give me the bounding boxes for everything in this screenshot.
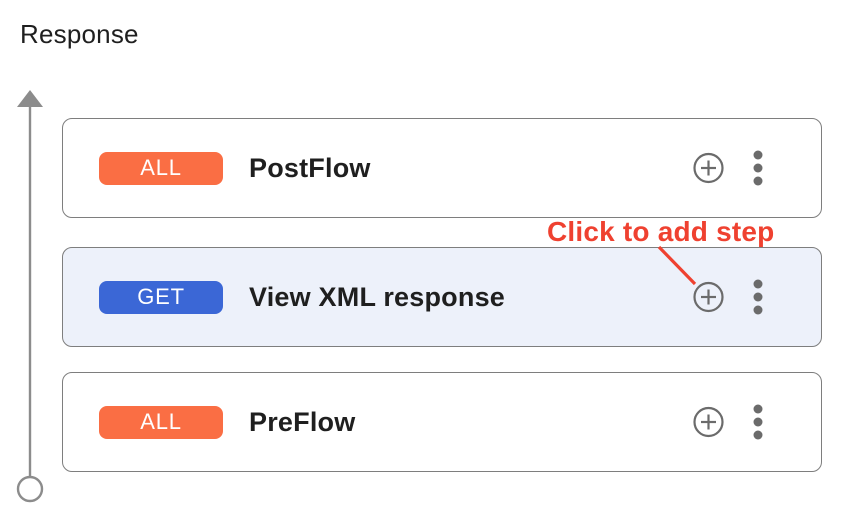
up-arrow-rail-icon <box>16 90 44 503</box>
flow-card-title: View XML response <box>249 281 505 312</box>
flow-card-postflow[interactable]: ALL PostFlow <box>62 118 822 218</box>
add-step-button[interactable] <box>693 152 724 184</box>
plus-circle-icon <box>693 152 724 184</box>
annotation-click-to-add-step: Click to add step <box>547 216 775 247</box>
add-step-button[interactable] <box>693 406 724 438</box>
method-badge: ALL <box>99 151 223 185</box>
kebab-menu-icon <box>753 150 763 186</box>
flow-card-title: PostFlow <box>249 152 371 183</box>
add-step-button[interactable] <box>693 281 724 313</box>
method-badge: GET <box>99 280 223 314</box>
plus-circle-icon <box>693 281 724 313</box>
flow-card-preflow[interactable]: ALL PreFlow <box>62 372 822 472</box>
kebab-menu-icon <box>753 279 763 315</box>
more-options-button[interactable] <box>753 279 763 315</box>
flow-card-title: PreFlow <box>249 406 356 437</box>
plus-circle-icon <box>693 406 724 438</box>
page-title: Response <box>20 19 139 49</box>
open-circle-terminal-icon <box>16 475 44 503</box>
more-options-button[interactable] <box>753 150 763 186</box>
more-options-button[interactable] <box>753 404 763 440</box>
method-badge: ALL <box>99 405 223 439</box>
flow-card-view-xml-response[interactable]: GET View XML response <box>62 247 822 347</box>
kebab-menu-icon <box>753 404 763 440</box>
